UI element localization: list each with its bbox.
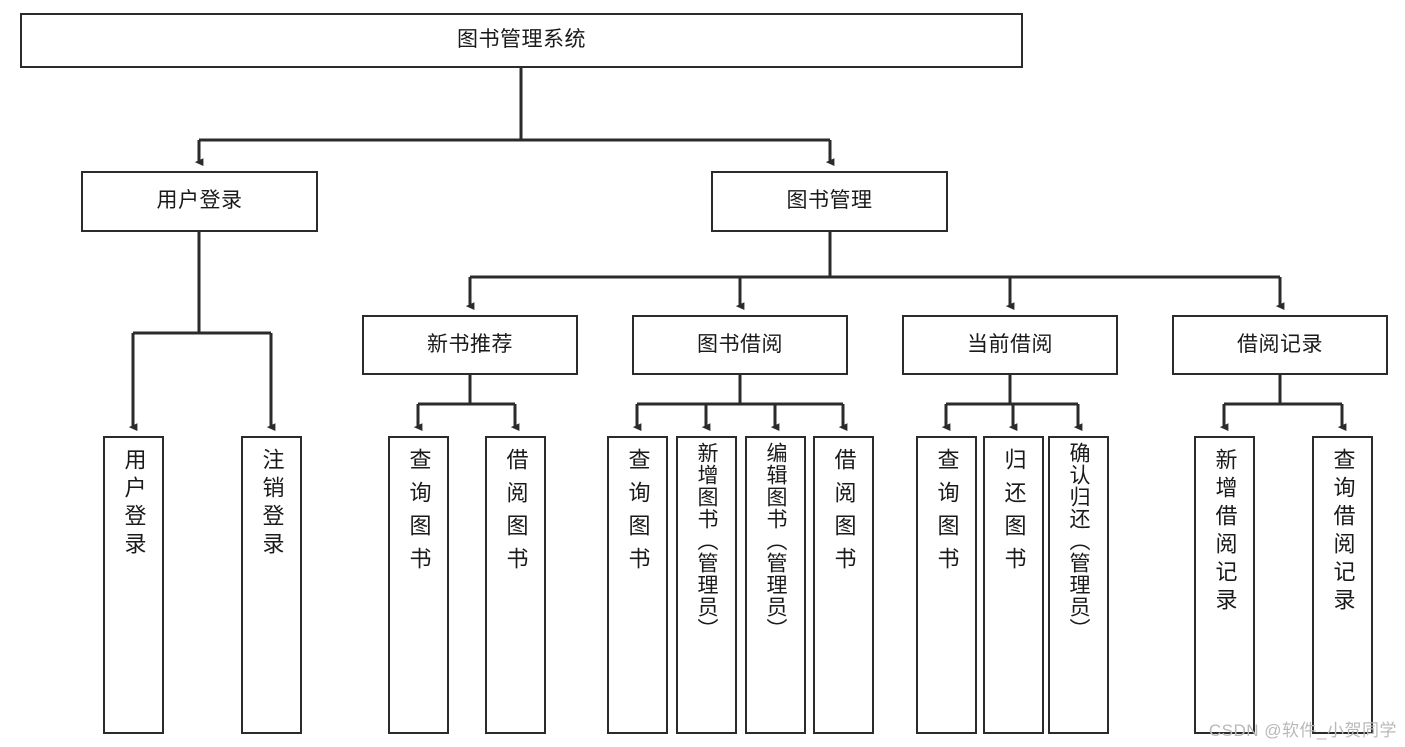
node-book-borrow-label: 图书借阅 [697,332,783,356]
node-leaf-add-book-label: 新增图书（管理员） [695,442,718,640]
node-leaf-user-login-label: 用户登录 [121,448,147,560]
node-leaf-borrow-book-2[interactable]: 借阅图书 [813,436,874,734]
node-borrow-record[interactable]: 借阅记录 [1172,315,1388,375]
node-leaf-add-record-label: 新增借阅记录 [1212,448,1238,616]
node-user-login-label: 用户登录 [156,189,243,213]
node-leaf-query-book-3[interactable]: 查询图书 [916,436,977,734]
node-leaf-query-book-1-label: 查询图书 [406,448,432,580]
node-user-login[interactable]: 用户登录 [81,171,318,232]
node-leaf-logout-label: 注销登录 [259,448,285,560]
node-leaf-query-record[interactable]: 查询借阅记录 [1312,436,1373,734]
node-new-book-recommend[interactable]: 新书推荐 [362,315,578,375]
watermark: CSDN @软件_小贺同学 [1208,721,1397,740]
node-new-book-recommend-label: 新书推荐 [427,332,513,356]
node-borrow-record-label: 借阅记录 [1237,332,1323,356]
node-leaf-return-book-label: 归还图书 [1001,448,1027,580]
node-leaf-user-login[interactable]: 用户登录 [103,436,164,734]
node-leaf-edit-book[interactable]: 编辑图书（管理员） [745,436,806,734]
node-leaf-query-book-2-label: 查询图书 [625,448,651,580]
node-leaf-return-book[interactable]: 归还图书 [983,436,1044,734]
node-current-borrow-label: 当前借阅 [967,332,1053,356]
node-leaf-logout[interactable]: 注销登录 [241,436,302,734]
node-root-label: 图书管理系统 [457,28,586,52]
node-leaf-query-book-2[interactable]: 查询图书 [607,436,668,734]
node-leaf-add-book[interactable]: 新增图书（管理员） [676,436,737,734]
node-leaf-query-book-1[interactable]: 查询图书 [388,436,449,734]
node-leaf-confirm-return-label: 确认归还（管理员） [1067,442,1090,640]
node-leaf-borrow-book-2-label: 借阅图书 [831,448,857,580]
node-book-borrow[interactable]: 图书借阅 [632,315,848,375]
node-current-borrow[interactable]: 当前借阅 [902,315,1118,375]
node-leaf-borrow-book-1-label: 借阅图书 [503,448,529,580]
node-leaf-add-record[interactable]: 新增借阅记录 [1194,436,1255,734]
node-leaf-borrow-book-1[interactable]: 借阅图书 [485,436,546,734]
node-root[interactable]: 图书管理系统 [20,13,1023,68]
node-book-manage-label: 图书管理 [786,189,873,213]
node-book-manage[interactable]: 图书管理 [711,171,948,232]
node-leaf-confirm-return[interactable]: 确认归还（管理员） [1048,436,1109,734]
node-leaf-query-record-label: 查询借阅记录 [1330,448,1356,616]
node-leaf-query-book-3-label: 查询图书 [934,448,960,580]
node-leaf-edit-book-label: 编辑图书（管理员） [764,442,787,640]
